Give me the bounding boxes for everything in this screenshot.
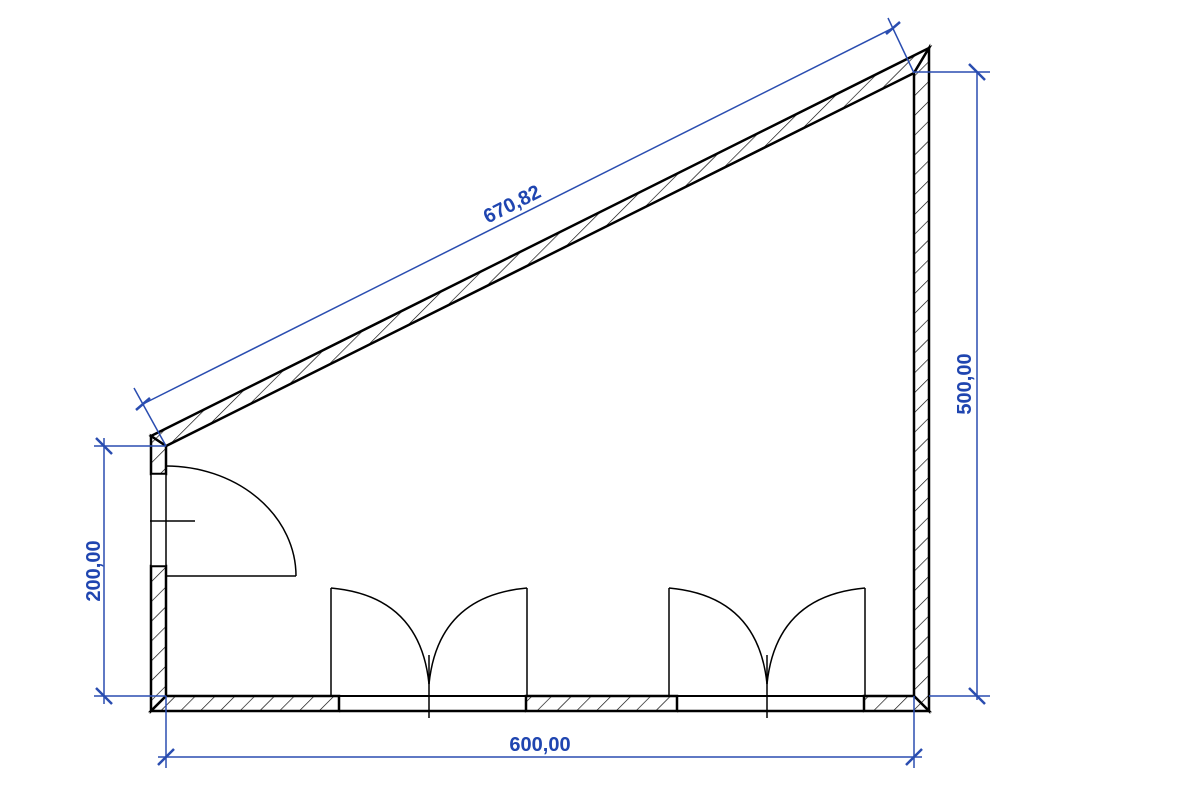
right-wall (912, 43, 931, 715)
bottom-wall-segment-2 (524, 694, 679, 713)
dimension-right-height: 500,00 (914, 63, 990, 705)
bottom-wall-segment-3 (862, 694, 933, 713)
top-sloped-wall (148, 44, 933, 448)
double-door-2 (668, 587, 866, 718)
bottom-wall-segment-1 (147, 694, 341, 713)
walls (147, 43, 933, 715)
dimension-label-left-height: 200,00 (83, 540, 105, 601)
dimension-top-slope: 670,82 (133, 17, 915, 447)
dimension-label-bottom-width: 600,00 (509, 734, 570, 756)
left-wall-lower (149, 564, 168, 715)
dimension-left-height: 200,00 (83, 437, 166, 705)
dimension-label-top-slope: 670,82 (480, 181, 545, 228)
dimension-bottom-width: 600,00 (157, 696, 923, 768)
dimension-label-right-height: 500,00 (954, 353, 976, 414)
left-door (150, 465, 297, 577)
double-door-1 (330, 587, 528, 718)
